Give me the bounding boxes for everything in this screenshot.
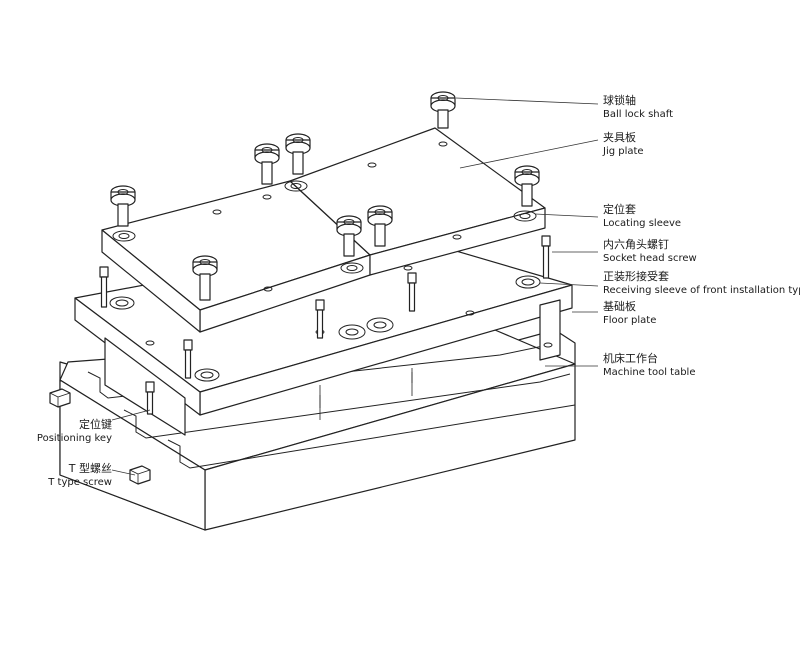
label-jig-plate-zh: 夹具板 [603, 131, 636, 144]
label-positioning-key: 定位键 Positioning key [8, 418, 112, 446]
label-ball-lock-shaft: 球锁轴 Ball lock shaft [603, 94, 673, 122]
label-t-type-screw-en: T type screw [48, 477, 112, 488]
label-receiving-sleeve: 正装形接受套 Receiving sleeve of front install… [603, 270, 800, 298]
label-receiving-sleeve-zh: 正装形接受套 [603, 270, 669, 283]
label-machine-tool-table-en: Machine tool table [603, 367, 696, 378]
label-machine-tool-table-zh: 机床工作台 [603, 352, 658, 365]
label-jig-plate-en: Jig plate [603, 146, 644, 157]
label-floor-plate-en: Floor plate [603, 315, 657, 326]
label-positioning-key-zh: 定位键 [79, 418, 112, 431]
receiving-sleeves [109, 275, 541, 382]
label-locating-sleeve-en: Locating sleeve [603, 218, 682, 229]
ball-lock-shafts [110, 91, 540, 301]
label-t-type-screw-zh: T 型螺丝 [68, 462, 112, 475]
label-floor-plate-zh: 基础板 [603, 300, 636, 313]
label-machine-tool-table: 机床工作台 Machine tool table [603, 352, 695, 380]
leader-lines [111, 97, 599, 476]
label-ball-lock-shaft-zh: 球锁轴 [603, 94, 636, 107]
label-socket-head-screw: 内六角头螺钉 Socket head screw [603, 238, 697, 266]
label-socket-head-screw-en: Socket head screw [603, 253, 697, 264]
t-type-screw [129, 465, 151, 485]
label-locating-sleeve: 定位套 Locating sleeve [603, 203, 681, 231]
label-receiving-sleeve-en: Receiving sleeve of front installation t… [603, 285, 800, 296]
label-socket-head-screw-zh: 内六角头螺钉 [603, 238, 669, 251]
label-ball-lock-shaft-en: Ball lock shaft [603, 109, 674, 120]
label-jig-plate: 夹具板 Jig plate [603, 131, 644, 159]
label-t-type-screw: T 型螺丝 T type screw [8, 462, 112, 490]
label-positioning-key-en: Positioning key [36, 433, 112, 444]
label-locating-sleeve-zh: 定位套 [603, 203, 636, 216]
label-floor-plate: 基础板 Floor plate [603, 300, 656, 328]
socket-head-screws [99, 235, 551, 415]
positioning-key [49, 388, 71, 408]
